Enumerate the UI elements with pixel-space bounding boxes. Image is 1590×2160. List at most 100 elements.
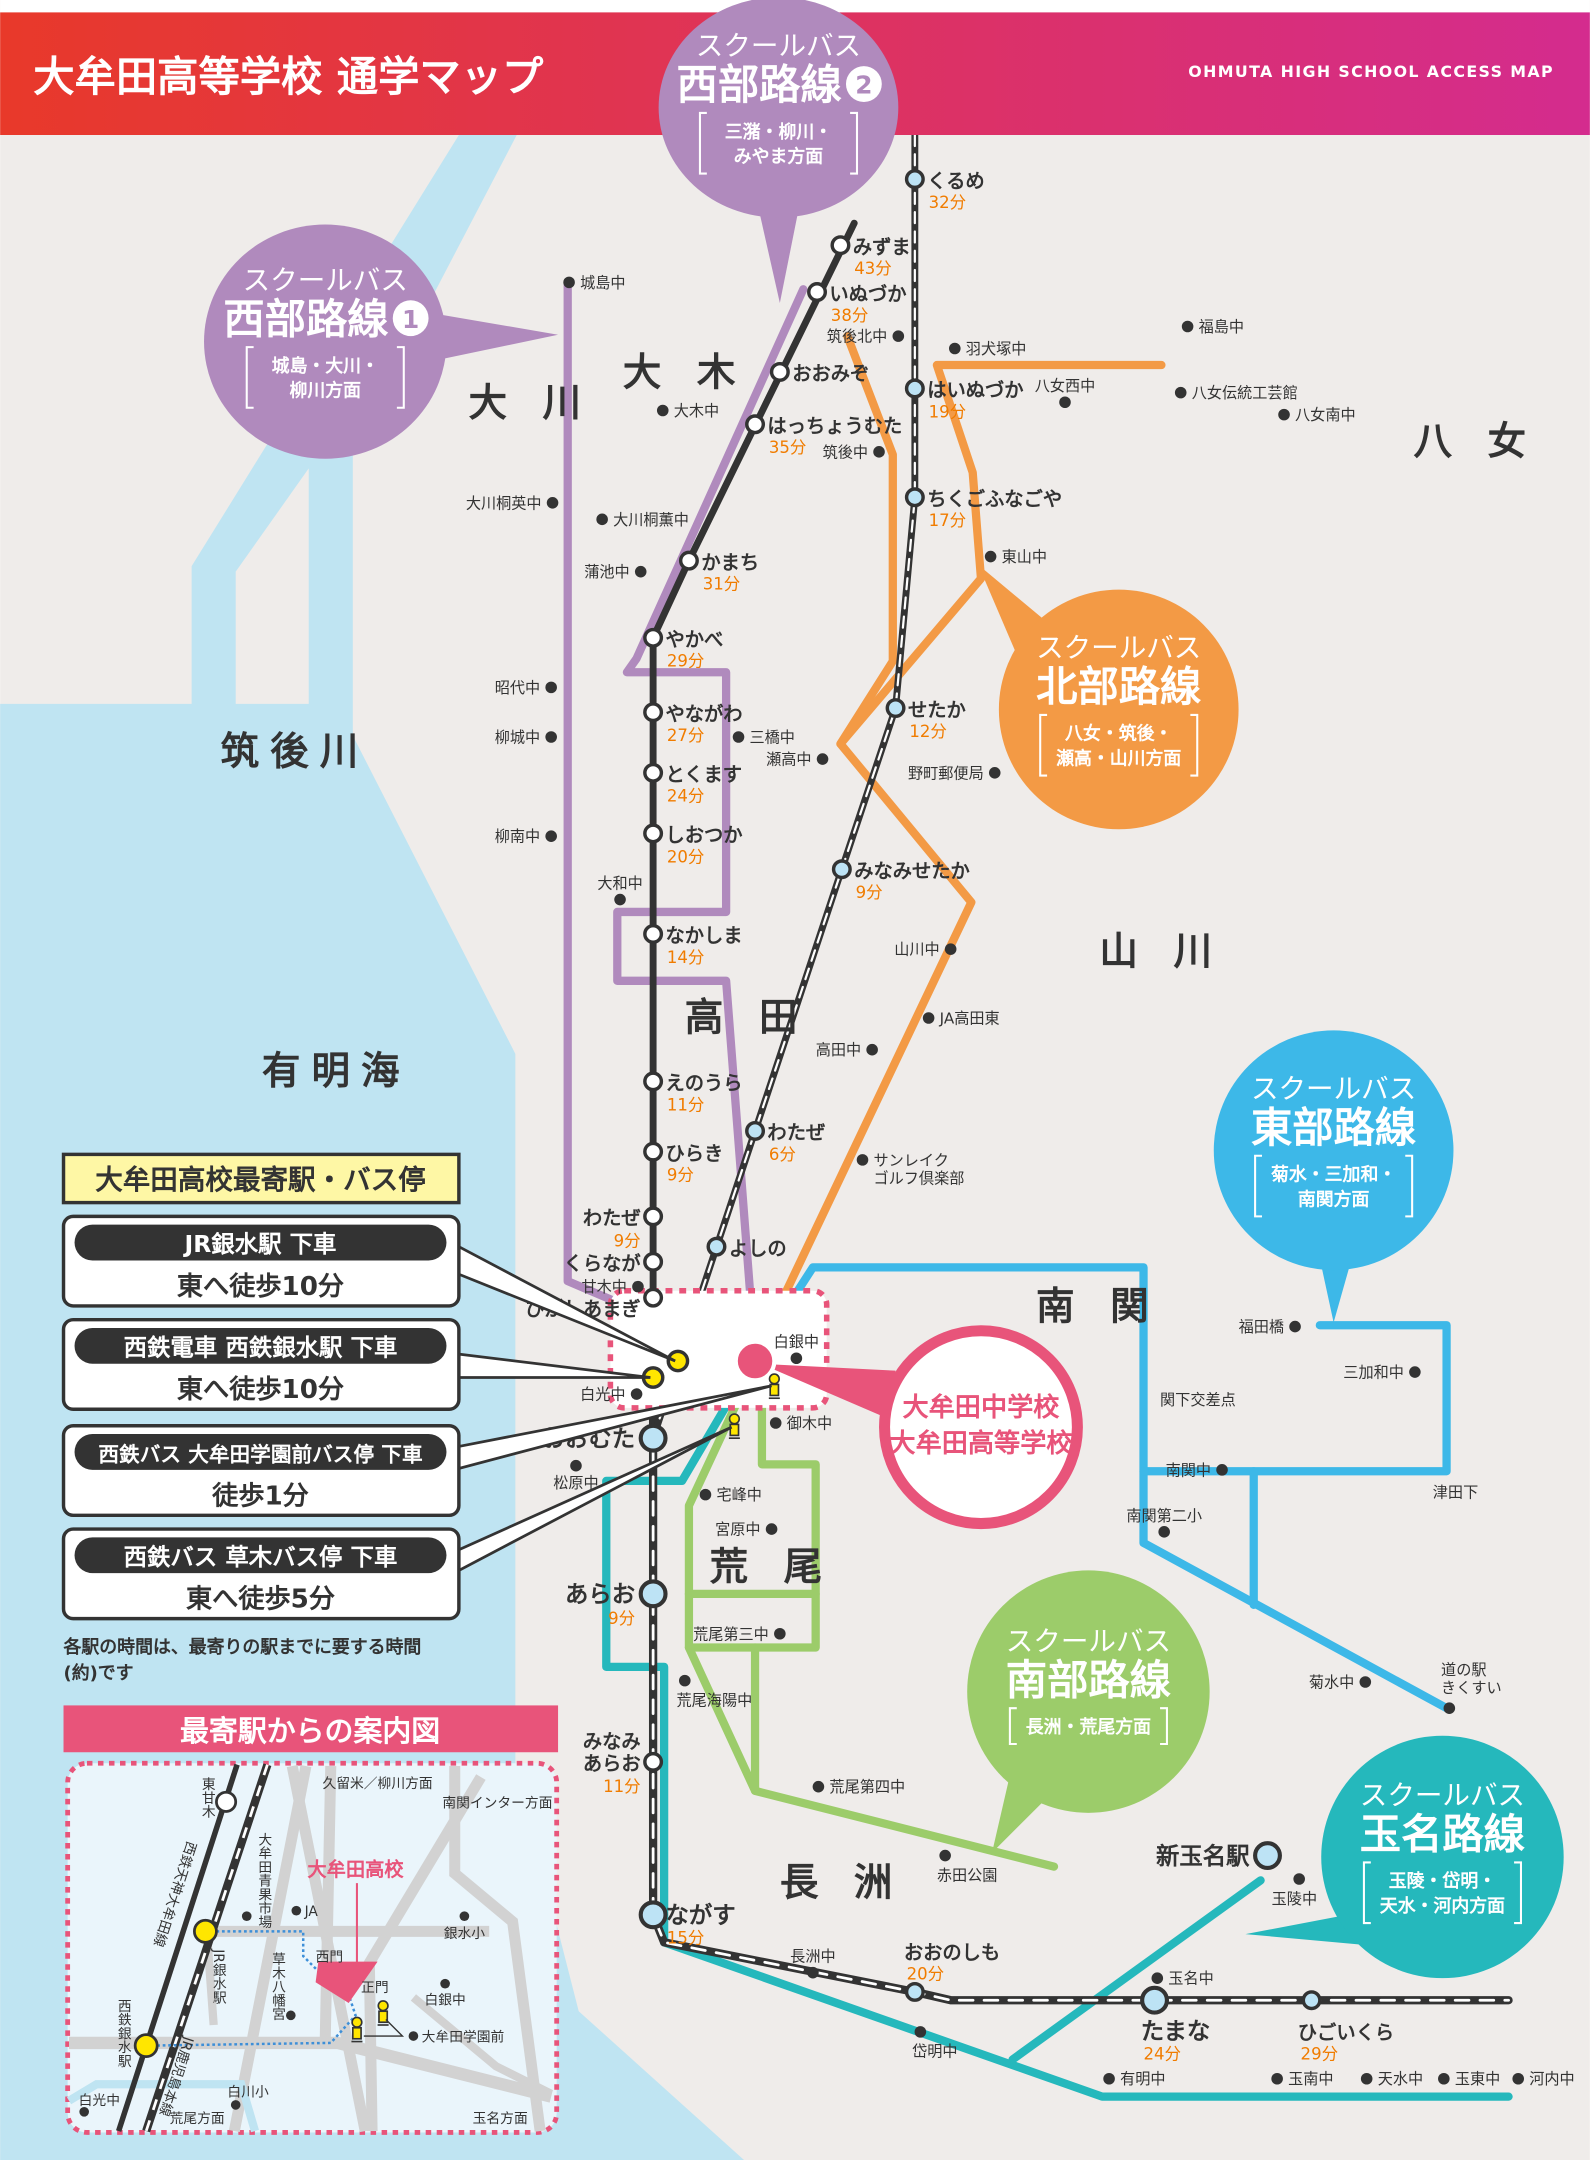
guide-station-nishitetsu-ginsui[interactable] bbox=[133, 2033, 159, 2059]
guide-road bbox=[449, 1766, 546, 2132]
station-marker[interactable] bbox=[643, 1751, 664, 1772]
bus-stop-icon[interactable] bbox=[377, 2000, 389, 2026]
bubble-body bbox=[1321, 1735, 1564, 1979]
station-marker[interactable] bbox=[1301, 1990, 1322, 2011]
poi-label: 八女西中 bbox=[1035, 377, 1096, 395]
nearest-station-marker[interactable] bbox=[666, 1349, 690, 1373]
poi-dot bbox=[984, 550, 997, 563]
station-marker[interactable] bbox=[706, 1236, 727, 1257]
station-marker[interactable] bbox=[643, 1287, 664, 1308]
guide-station-jr-ginsui[interactable] bbox=[193, 1918, 218, 1944]
route-name: 北部路線 bbox=[1036, 663, 1201, 711]
station-name: ひごいくら bbox=[1298, 2021, 1394, 2044]
station-marker[interactable] bbox=[904, 487, 925, 508]
station-marker[interactable] bbox=[769, 361, 790, 382]
poi-label: 河内中 bbox=[1529, 2070, 1574, 2088]
station-marker[interactable] bbox=[643, 627, 664, 648]
route-name: 西部路線 bbox=[677, 61, 842, 109]
station-marker[interactable] bbox=[807, 282, 828, 303]
poi-dot bbox=[656, 404, 669, 417]
poi-dot bbox=[1181, 320, 1194, 333]
guide-jr-rail bbox=[142, 1763, 272, 2133]
station-marker[interactable] bbox=[638, 1579, 668, 1609]
poi-dot bbox=[914, 2026, 927, 2038]
station-marker[interactable] bbox=[643, 1251, 664, 1272]
station-marker[interactable] bbox=[638, 1423, 668, 1453]
station-marker[interactable] bbox=[745, 414, 766, 435]
station-marker[interactable] bbox=[643, 1071, 664, 1092]
poi-dot bbox=[1271, 2072, 1283, 2085]
bus-stop-icon[interactable] bbox=[768, 1373, 780, 1400]
station-marker[interactable] bbox=[885, 698, 906, 719]
station-marker[interactable] bbox=[638, 1900, 668, 1930]
poi-label: 大川桐薫中 bbox=[613, 511, 689, 529]
guide-river bbox=[66, 2080, 259, 2133]
guide-label: 大牟田青果市場 bbox=[255, 1832, 272, 1929]
station-marker[interactable] bbox=[643, 1141, 664, 1162]
access-title-box bbox=[61, 1152, 461, 1205]
station-marker[interactable] bbox=[643, 1206, 664, 1227]
guide-school-building[interactable] bbox=[315, 1961, 378, 2003]
poi-label: 天水中 bbox=[1378, 2070, 1423, 2088]
station-marker[interactable] bbox=[904, 1981, 925, 2002]
poi-dot bbox=[765, 1523, 778, 1535]
school-location-marker[interactable] bbox=[733, 1339, 777, 1383]
route-destination: 菊水・三加和・ bbox=[1271, 1164, 1396, 1186]
station-name: みずま bbox=[853, 235, 911, 258]
route-name: 玉名路線 bbox=[1360, 1811, 1525, 1859]
guide-map: 最寄駅からの案内図久留米／柳川方面南関インター方面大牟田高校JA銀水小西門正門白… bbox=[63, 1705, 560, 2135]
poi-dot bbox=[596, 513, 608, 526]
poi-dot bbox=[1443, 1702, 1456, 1714]
guide-label: 西鉄銀水駅 bbox=[115, 1999, 132, 2068]
poi-label: 筑後中 bbox=[823, 443, 868, 461]
poi-dot bbox=[1293, 1873, 1305, 1885]
station-marker[interactable] bbox=[1253, 1841, 1282, 1871]
station-marker[interactable] bbox=[643, 762, 664, 783]
station-marker[interactable] bbox=[904, 378, 925, 399]
poi-label: 柳城中 bbox=[495, 729, 540, 747]
poi-dot bbox=[563, 276, 575, 289]
station-marker[interactable] bbox=[643, 702, 664, 723]
poi-label: JA高田東 bbox=[939, 1010, 1000, 1028]
poi-dot bbox=[614, 893, 626, 906]
poi-label: 高田中 bbox=[816, 1041, 861, 1059]
station-marker[interactable] bbox=[643, 823, 664, 844]
station-marker[interactable] bbox=[745, 1120, 766, 1141]
station-travel-time: 31分 bbox=[703, 575, 741, 594]
bus-stop-icon[interactable] bbox=[351, 2016, 363, 2043]
bus-stop-icon[interactable] bbox=[728, 1413, 741, 1439]
station-travel-time: 9分 bbox=[667, 1166, 694, 1185]
poi-dot bbox=[1289, 1320, 1301, 1333]
guide-label: 久留米／柳川方面 bbox=[323, 1775, 433, 1792]
guide-station-higashi-amagi[interactable] bbox=[215, 1790, 238, 1813]
poi-label: 蒲池中 bbox=[584, 563, 629, 581]
destination-brackets bbox=[1362, 1861, 1523, 1925]
bubble-body bbox=[1213, 1030, 1454, 1271]
station-name: はいぬづか bbox=[927, 379, 1024, 402]
station-marker[interactable] bbox=[678, 550, 699, 571]
poi-dot bbox=[944, 943, 957, 955]
poi-dot bbox=[1360, 2072, 1373, 2085]
route-label: スクールバス bbox=[243, 264, 408, 296]
station-marker[interactable] bbox=[830, 235, 851, 256]
poi-dot bbox=[545, 681, 557, 694]
poi-label: 城島中 bbox=[580, 274, 625, 292]
station-marker[interactable] bbox=[831, 859, 852, 880]
station-marker[interactable] bbox=[1140, 1985, 1170, 2015]
station-marker[interactable] bbox=[643, 923, 664, 944]
route-destination: みやま方面 bbox=[734, 146, 824, 168]
station-marker[interactable] bbox=[904, 169, 925, 190]
station-travel-time: 12分 bbox=[909, 722, 947, 741]
guide-label: 白光中 bbox=[79, 2093, 120, 2109]
